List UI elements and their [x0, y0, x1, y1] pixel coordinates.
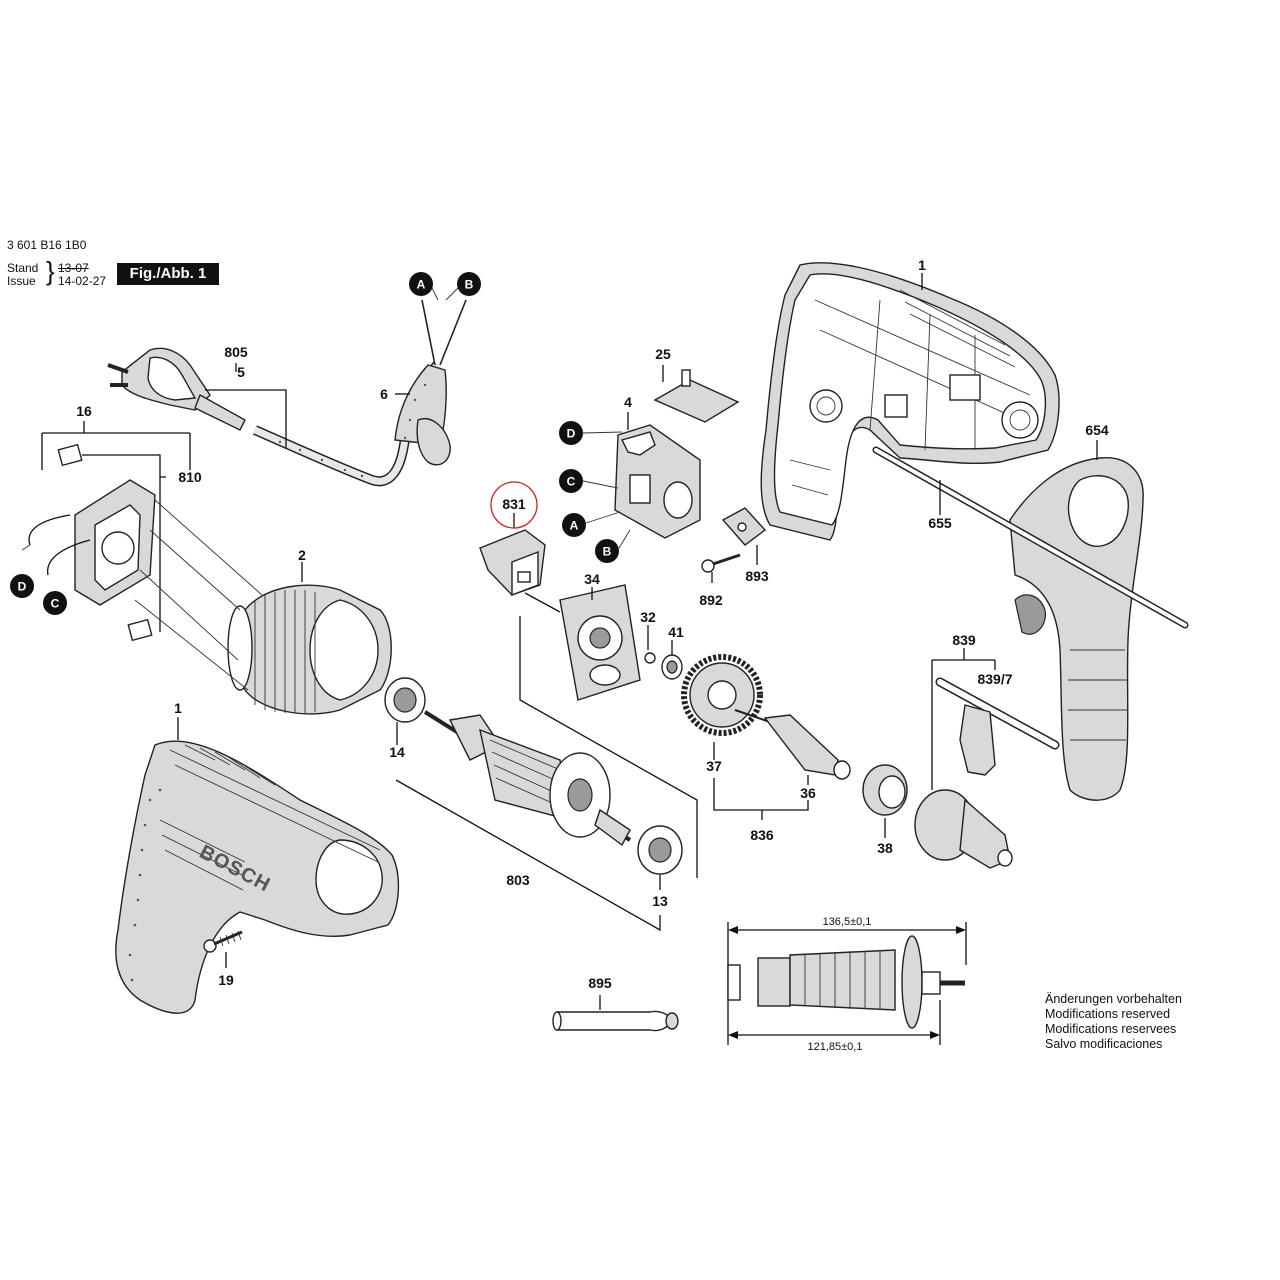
label-part-13: 13	[652, 893, 668, 909]
label-part-16: 16	[76, 403, 92, 419]
bearing-41	[661, 654, 683, 680]
label-part-6: 6	[380, 386, 388, 402]
label-part-19: 19	[218, 972, 234, 988]
brush-holder-assembly	[21, 443, 156, 642]
label-part-805: 805	[224, 344, 248, 360]
label-part-831: 831	[502, 496, 526, 512]
ball-32	[644, 652, 656, 664]
chuck-839	[914, 789, 1013, 869]
armature-dimension-drawing	[727, 922, 967, 1045]
switch	[614, 424, 701, 539]
ring-38	[862, 764, 908, 816]
gear-plate-34	[559, 584, 641, 701]
brace: }	[46, 256, 55, 286]
field-stator	[227, 584, 392, 715]
label-part-1-top: 1	[918, 257, 926, 273]
label-part-14: 14	[389, 744, 405, 760]
note-fr: Modifications reservees	[1045, 1022, 1177, 1036]
leader-lines	[41, 273, 1098, 1010]
dimension-core-length: 121,85±0,1	[808, 1041, 863, 1053]
label-part-654: 654	[1085, 422, 1109, 438]
label-part-803: 803	[506, 872, 530, 888]
housing-half-bottom: BOSCH	[115, 740, 400, 1014]
screw-892	[701, 553, 741, 573]
issue-label: Issue	[7, 274, 36, 288]
badge-switch-d: D	[559, 421, 583, 445]
note-de: Änderungen vorbehalten	[1045, 992, 1182, 1006]
badge-switch-b: B	[595, 539, 619, 563]
label-part-36: 36	[800, 785, 816, 801]
figure-badge: Fig./Abb. 1	[117, 263, 219, 285]
stand-label: Stand	[7, 261, 39, 275]
auxiliary-handle	[1009, 457, 1144, 801]
part-831	[479, 529, 546, 597]
stand-date: 13-07	[58, 261, 89, 275]
grease-tube-895	[552, 1010, 679, 1032]
part-number: 3 601 B16 1B0	[7, 238, 87, 252]
label-part-655: 655	[928, 515, 952, 531]
modification-notes: Änderungen vorbehalten Modifications res…	[1045, 992, 1182, 1052]
chuck-key-839-7	[935, 677, 1060, 776]
note-en: Modifications reserved	[1045, 1007, 1171, 1021]
bearing-13	[637, 825, 683, 875]
badge-switch-c: C	[559, 469, 583, 493]
screw-19	[203, 930, 243, 953]
issue-date: 14-02-27	[58, 274, 107, 288]
label-part-37: 37	[706, 758, 722, 774]
bearing-14	[384, 677, 426, 723]
badge-brush-c-text: C	[51, 597, 60, 611]
note-es: Salvo modificaciones	[1045, 1037, 1163, 1051]
badge-cord-a-text: A	[417, 278, 426, 292]
highlight-circle-831	[490, 481, 538, 529]
badge-brush-d: D	[10, 574, 34, 598]
label-part-810: 810	[178, 469, 202, 485]
part-labels: 1 805 5 6 16 810 25 4 831 654 655 893 89…	[76, 257, 1109, 991]
label-part-38: 38	[877, 840, 893, 856]
label-part-41: 41	[668, 624, 684, 640]
switch-cover-25	[653, 369, 740, 423]
label-part-34: 34	[584, 571, 600, 587]
armature	[423, 710, 632, 847]
badge-cord-a: A	[409, 272, 433, 296]
badge-cord-b: B	[457, 272, 481, 296]
badge-brush-c: C	[43, 591, 67, 615]
badge-switch-a-text: A	[570, 519, 579, 533]
gear-37	[681, 654, 763, 736]
badge-brush-d-text: D	[18, 580, 27, 594]
label-part-836: 836	[750, 827, 774, 843]
depth-rod	[872, 446, 1189, 629]
connector-badges: A B D C D C A	[10, 272, 631, 615]
label-part-1-bottom: 1	[174, 700, 182, 716]
label-part-5: 5	[237, 364, 245, 380]
badge-switch-c-text: C	[567, 475, 576, 489]
label-part-25: 25	[655, 346, 671, 362]
part-893	[721, 507, 767, 546]
label-part-32: 32	[640, 609, 656, 625]
label-part-4: 4	[624, 394, 632, 410]
housing-half-top	[760, 262, 1060, 541]
badge-switch-a: A	[562, 513, 586, 537]
dimension-overall-length: 136,5±0,1	[823, 916, 872, 928]
label-part-895: 895	[588, 975, 612, 991]
label-part-892: 892	[699, 592, 723, 608]
spindle-36	[734, 709, 851, 780]
label-part-893: 893	[745, 568, 769, 584]
label-part-2: 2	[298, 547, 306, 563]
badge-cord-b-text: B	[465, 278, 474, 292]
label-part-839: 839	[952, 632, 976, 648]
power-cord	[107, 299, 467, 487]
badge-switch-b-text: B	[603, 545, 612, 559]
label-part-839-7: 839/7	[977, 671, 1012, 687]
badge-switch-d-text: D	[567, 427, 576, 441]
